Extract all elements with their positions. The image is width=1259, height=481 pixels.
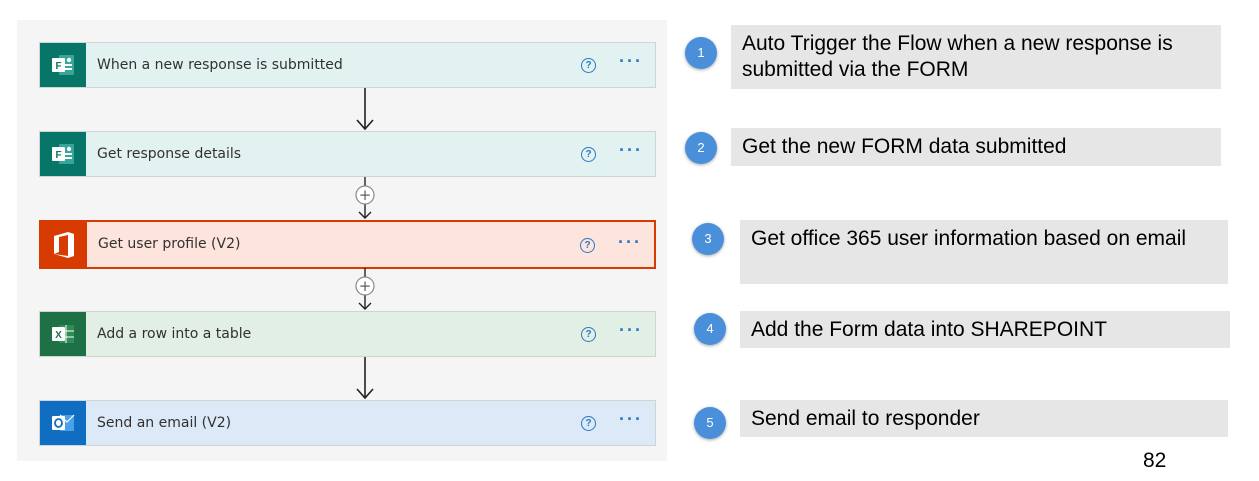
svg-text:F: F <box>55 150 61 161</box>
help-icon[interactable]: ? <box>580 238 595 253</box>
action-card-get-user-profile[interactable]: Get user profile (V2) ? ··· <box>39 220 656 269</box>
card-title: When a new response is submitted <box>97 57 343 73</box>
svg-text:F: F <box>55 61 61 72</box>
trigger-card-new-response[interactable]: F When a new response is submitted ? ··· <box>39 42 656 88</box>
svg-text:X: X <box>55 330 62 341</box>
card-title: Add a row into a table <box>97 326 252 342</box>
more-options-icon[interactable]: ··· <box>619 140 643 160</box>
card-title: Get user profile (V2) <box>98 236 241 252</box>
step-description: Add the Form data into SHAREPOINT <box>740 311 1230 348</box>
help-icon[interactable]: ? <box>581 327 596 342</box>
action-card-add-row[interactable]: X Add a row into a table ? ··· <box>39 311 656 357</box>
forms-icon: F <box>40 43 86 87</box>
help-icon[interactable]: ? <box>581 58 596 73</box>
action-card-send-email[interactable]: Send an email (V2) ? ··· <box>39 400 656 446</box>
step-description: Get office 365 user information based on… <box>740 220 1228 284</box>
step-description: Send email to responder <box>740 400 1228 437</box>
help-icon[interactable]: ? <box>581 147 596 162</box>
step-number-badge: 5 <box>694 407 726 439</box>
office-icon <box>41 222 87 267</box>
forms-icon: F <box>40 132 86 176</box>
flow-designer-canvas: F When a new response is submitted ? ···… <box>17 20 667 461</box>
connector-arrow <box>356 357 374 400</box>
step-number-badge: 3 <box>692 223 724 255</box>
page-number: 82 <box>1143 449 1167 472</box>
add-step-icon[interactable]: + <box>359 277 372 295</box>
step-number-badge: 2 <box>685 132 717 164</box>
step-description: Get the new FORM data submitted <box>731 128 1221 166</box>
insert-step-connector[interactable]: + <box>354 268 376 312</box>
more-options-icon[interactable]: ··· <box>619 320 643 340</box>
step-number-badge: 1 <box>685 37 717 69</box>
help-icon[interactable]: ? <box>581 416 596 431</box>
action-card-get-response-details[interactable]: F Get response details ? ··· <box>39 131 656 177</box>
insert-step-connector[interactable]: + <box>354 177 376 221</box>
outlook-icon <box>40 401 86 445</box>
connector-arrow <box>356 88 374 131</box>
card-title: Get response details <box>97 146 242 162</box>
more-options-icon[interactable]: ··· <box>618 232 642 252</box>
card-title: Send an email (V2) <box>97 415 232 431</box>
step-number-badge: 4 <box>694 313 726 345</box>
more-options-icon[interactable]: ··· <box>619 51 643 71</box>
step-description: Auto Trigger the Flow when a new respons… <box>731 25 1221 89</box>
more-options-icon[interactable]: ··· <box>619 409 643 429</box>
excel-icon: X <box>40 312 86 356</box>
add-step-icon[interactable]: + <box>359 186 372 204</box>
